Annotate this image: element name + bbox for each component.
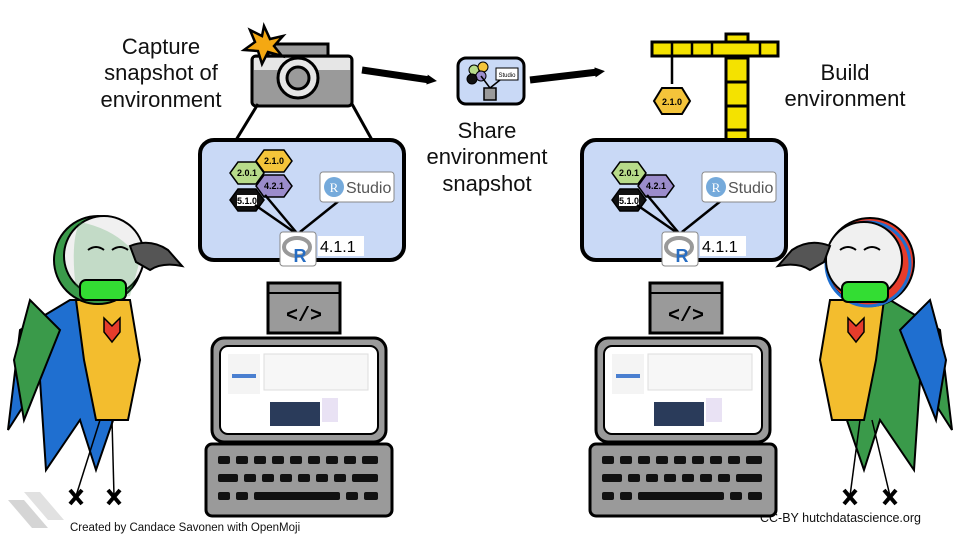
- right-parrot-icon: [775, 217, 953, 506]
- left-code-window-icon: </>: [266, 281, 342, 335]
- right-package-label: 4.2.1: [646, 181, 666, 191]
- capture-caption-line: snapshot of: [104, 60, 218, 86]
- crane-package-hex: [652, 87, 692, 115]
- left-environment-panel: 2.1.0 2.0.1 4.2.1 5.1.0 R Studio R 4.1.1: [198, 138, 406, 267]
- right-package-label: 2.0.1: [619, 168, 639, 178]
- capture-caption-line: environment: [100, 86, 222, 112]
- arrow-build: [529, 67, 605, 84]
- credit-text: Created by Candace Savonen with OpenMoji: [70, 522, 301, 534]
- left-package-label: 2.0.1: [237, 168, 257, 178]
- left-r-logo: R: [294, 246, 307, 266]
- camera-icon: [240, 21, 354, 108]
- left-rstudio-text: Studio: [346, 180, 391, 197]
- right-r-version: 4.1.1: [702, 239, 738, 256]
- left-package-label: 2.1.0: [264, 156, 284, 166]
- left-parrot-icon: [7, 215, 185, 506]
- right-environment-panel: 2.0.1 4.2.1 5.1.0 R Studio R 4.1.1: [580, 138, 788, 267]
- crane-package-label: 2.1.0: [662, 97, 682, 107]
- share-caption-line: Share: [457, 118, 517, 143]
- build-caption: Build environment: [770, 60, 920, 113]
- left-package-label: 5.1.0: [237, 196, 257, 206]
- right-package-label: 5.1.0: [619, 196, 639, 206]
- right-code-symbol: </>: [668, 305, 704, 328]
- build-caption-line: Build: [820, 60, 870, 85]
- left-r-version: 4.1.1: [320, 239, 356, 256]
- left-rstudio-r: R: [330, 180, 339, 195]
- left-package-label: 4.2.1: [264, 181, 284, 191]
- heart-icon: [847, 316, 865, 344]
- share-caption: Share environment snapshot: [412, 118, 562, 197]
- right-computer-icon: [588, 336, 778, 518]
- right-code-window-icon: </>: [648, 281, 724, 335]
- heart-icon: [103, 316, 121, 344]
- right-rstudio-text: Studio: [728, 180, 773, 197]
- left-computer-icon: [204, 336, 394, 518]
- hutch-logo-icon: [8, 492, 64, 528]
- right-r-logo: R: [676, 246, 689, 266]
- share-caption-line: environment: [426, 144, 548, 170]
- rstudio-mini-label: Studio: [498, 73, 516, 79]
- snapshot-mini-icon: Studio: [456, 56, 526, 106]
- flash-star-icon: [240, 21, 287, 68]
- crane-icon: 2.1.0: [650, 32, 780, 154]
- capture-caption-line: Capture: [121, 34, 201, 59]
- license-text: CC-BY hutchdatascience.org: [760, 511, 921, 525]
- right-rstudio-r: R: [712, 180, 721, 195]
- build-caption-line: environment: [784, 86, 906, 112]
- share-caption-line: snapshot: [442, 170, 532, 196]
- arrow-share: [361, 66, 437, 85]
- capture-caption: Capture snapshot of environment: [76, 34, 246, 113]
- left-code-symbol: </>: [286, 305, 322, 328]
